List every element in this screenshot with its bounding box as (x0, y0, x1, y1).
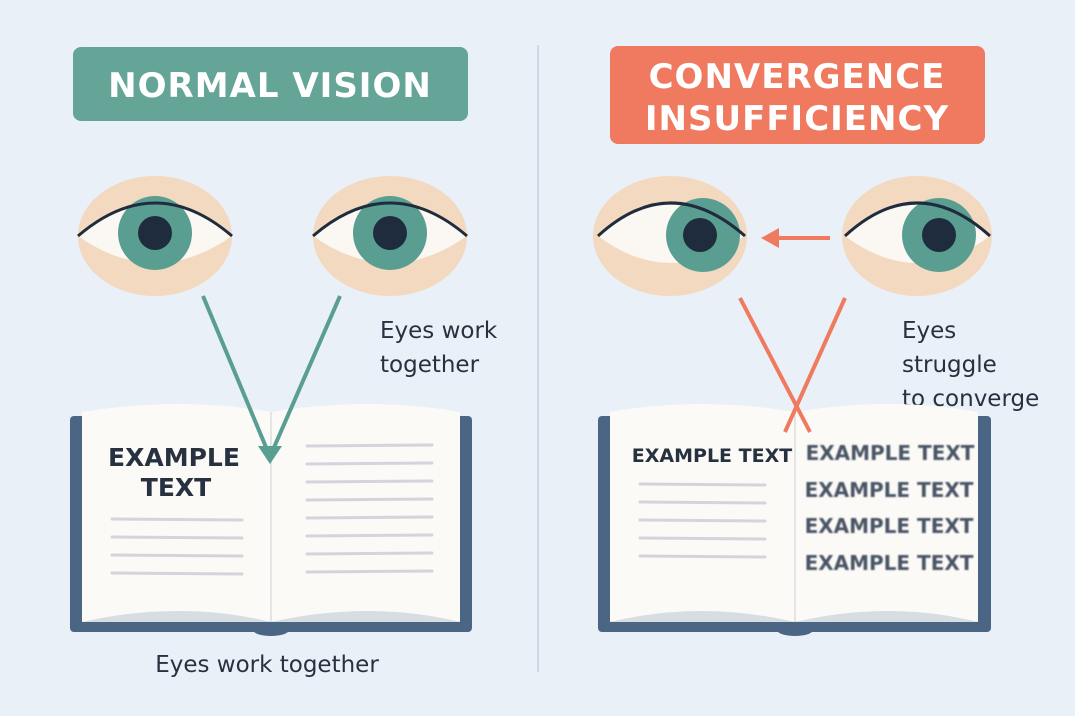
bottom-caption: Eyes work together (155, 652, 379, 678)
book-text-line1: EXAMPLE (108, 443, 240, 472)
convergence-insufficiency-panel: CONVERGENCE INSUFFICIENCY Eyes (593, 46, 1039, 636)
blurred-text-4: EXAMPLE TEXT (805, 551, 974, 575)
right-eye-icon (842, 176, 992, 296)
crossed-lines (738, 297, 847, 433)
book-text-left: EXAMPLE TEXT (632, 445, 792, 467)
blurred-text-2: EXAMPLE TEXT (805, 478, 974, 502)
ci-title-line2: INSUFFICIENCY (645, 99, 949, 139)
book-text-line2: TEXT (141, 473, 211, 502)
normal-vision-panel: NORMAL VISION Eyes work together (70, 47, 498, 678)
side-caption-line1: Eyes work (380, 318, 498, 344)
blurred-text-3: EXAMPLE TEXT (805, 514, 974, 538)
ci-caption-line1: Eyes (902, 318, 956, 344)
normal-vision-title: NORMAL VISION (108, 66, 432, 106)
left-eye-icon (593, 176, 747, 296)
arrow-left-icon (761, 228, 830, 248)
convergence-lines (201, 295, 342, 464)
left-eye-icon (77, 176, 233, 296)
open-book-icon: EXAMPLE TEXT EXAMPLE TEXT EXAMPLE TEXT E… (598, 404, 991, 636)
normal-vision-badge (73, 47, 468, 121)
arrowhead-icon (258, 446, 282, 464)
side-caption-line2: together (380, 352, 480, 378)
right-eye-icon (312, 176, 468, 296)
ci-badge (610, 46, 985, 144)
ci-caption-line2: struggle (902, 352, 997, 378)
ci-title-line1: CONVERGENCE (649, 57, 946, 97)
open-book-icon: EXAMPLE TEXT (70, 404, 472, 636)
blurred-text-1: EXAMPLE TEXT (806, 441, 975, 465)
